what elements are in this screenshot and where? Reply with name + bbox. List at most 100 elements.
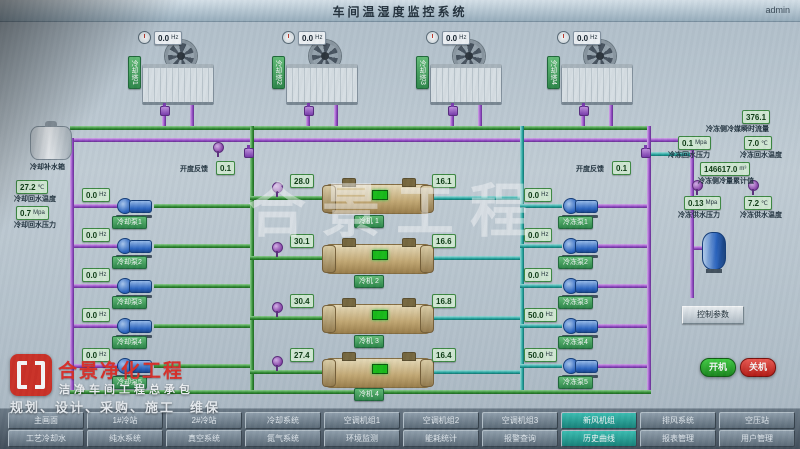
nav-button-row2-4[interactable]: 氮气系统 [245,430,321,447]
pipe-rpump3-out [598,284,647,288]
tower-2-label: 冷却塔2 [272,56,285,89]
nav-button-row2-9[interactable]: 报表管理 [640,430,716,447]
pipe-rpump4-in [520,324,562,328]
nav-button-row2-8[interactable]: 历史曲线 [561,430,637,447]
pipe-rpump3-in [520,284,562,288]
nav-button-row1-5[interactable]: 空调机组1 [324,412,400,429]
pipe-chiller3-out [429,316,520,320]
chiller-1-in-temp: 28.0 [290,174,314,188]
chilled-pump-3[interactable] [562,274,598,298]
chiller-3[interactable] [322,298,434,334]
makeup-tank-label: 冷却补水箱 [30,164,65,171]
tower-4-valve-icon[interactable] [579,103,589,116]
chilled-pump-4[interactable] [562,314,598,338]
cooling-pump-4-label: 冷却泵4 [112,336,147,349]
nav-button-row1-9[interactable]: 排风系统 [640,412,716,429]
chilled-return-pressure-label: 冷冻回水压力 [668,152,710,159]
left-header-valve-icon[interactable] [244,145,254,158]
nav-button-row2-6[interactable]: 能耗统计 [403,430,479,447]
logged-in-user[interactable]: admin [765,5,790,15]
cooling-return-temp-label: 冷却回水温度 [14,196,56,203]
tower-4-gauge-icon [557,31,570,44]
nav-button-row1-8[interactable]: 新风机组 [561,412,637,429]
chilled-supply-pressure-label: 冷冻供水压力 [678,212,720,219]
nav-button-row1-4[interactable]: 冷却系统 [245,412,321,429]
tower-2-gauge-icon [282,31,295,44]
nav-button-row2-1[interactable]: 工艺冷却水 [8,430,84,447]
nav-button-row1-10[interactable]: 空压站 [719,412,795,429]
title-bar: 车间温湿度监控系统 admin [0,0,800,22]
cooling-tower-1[interactable] [142,40,214,105]
pipe-lpump4-in [74,324,118,328]
pipe-chiller1-in [250,196,325,200]
makeup-water-tank[interactable] [30,121,72,160]
chilled-flow-label: 冷冻侧冷媒瞬时流量 [706,126,769,133]
chilled-pump-5-label: 冷冻泵5 [558,376,593,389]
pipe-rpump5-in [520,364,562,368]
cooling-tower-4[interactable] [561,40,633,105]
nav-button-row1-7[interactable]: 空调机组3 [482,412,558,429]
tower-2-valve-icon[interactable] [304,103,314,116]
cooling-pump-4[interactable] [116,314,152,338]
tower-body [286,64,358,105]
chiller-display [372,250,388,260]
expansion-tank[interactable] [702,232,726,273]
chiller-1-label: 冷机 1 [354,215,384,228]
chiller-display [372,190,388,200]
pipe-rpump1-in [520,204,562,208]
nav-button-row2-5[interactable]: 环境监测 [324,430,400,447]
transmitter-icon [272,302,283,317]
tower-1-valve-icon[interactable] [160,103,170,116]
chilled-pump-3-label: 冷冻泵3 [558,296,593,309]
company-name: 合景净化工程 [58,361,185,382]
tower-3-valve-icon[interactable] [448,103,458,116]
cooling-pump-2[interactable] [116,234,152,258]
chilled-pump-5[interactable] [562,354,598,378]
pipe-chiller2-in [250,256,325,260]
stop-button[interactable]: 关机 [740,358,776,377]
tower-4-label: 冷却塔4 [547,56,560,89]
nav-button-row1-6[interactable]: 空调机组2 [403,412,479,429]
control-params-button[interactable]: 控制参数 [682,306,744,324]
right-header-valve-icon[interactable] [641,145,651,158]
chilled-pump-2[interactable] [562,234,598,258]
chiller-3-in-temp: 30.4 [290,294,314,308]
chilled-pump-1[interactable] [562,194,598,218]
chiller-display [372,364,388,374]
cooling-tower-3[interactable] [430,40,502,105]
nav-button-row2-2[interactable]: 纯水系统 [87,430,163,447]
transmitter-icon [272,356,283,371]
chiller-4-out-temp: 16.4 [432,348,456,362]
chiller-2[interactable] [322,238,434,274]
tower-body [142,64,214,105]
pipe-chiller3-in [250,316,325,320]
pipe-rpump1-out [598,204,647,208]
tower-body [561,64,633,105]
nav-button-row2-3[interactable]: 真空系统 [166,430,242,447]
cooling-tower-2[interactable] [286,40,358,105]
start-button[interactable]: 开机 [700,358,736,377]
pipe-lpump1-in [74,204,118,208]
pipe-lpump4-out [154,324,250,328]
cooling-pump-2-label: 冷却泵2 [112,256,147,269]
pipe-lpump2-in [74,244,118,248]
nav-button-row2-10[interactable]: 用户管理 [719,430,795,447]
transmitter-icon [213,142,224,157]
pipe-rpump2-out [598,244,647,248]
cooling-pump-1[interactable] [116,194,152,218]
cooling-pump-3[interactable] [116,274,152,298]
nav-button-row2-7[interactable]: 报警查询 [482,430,558,447]
chiller-4-in-temp: 27.4 [290,348,314,362]
chiller-1[interactable] [322,178,434,214]
chilled-return-temp-label: 冷冻回水温度 [740,152,782,159]
chiller-4[interactable] [322,352,434,388]
